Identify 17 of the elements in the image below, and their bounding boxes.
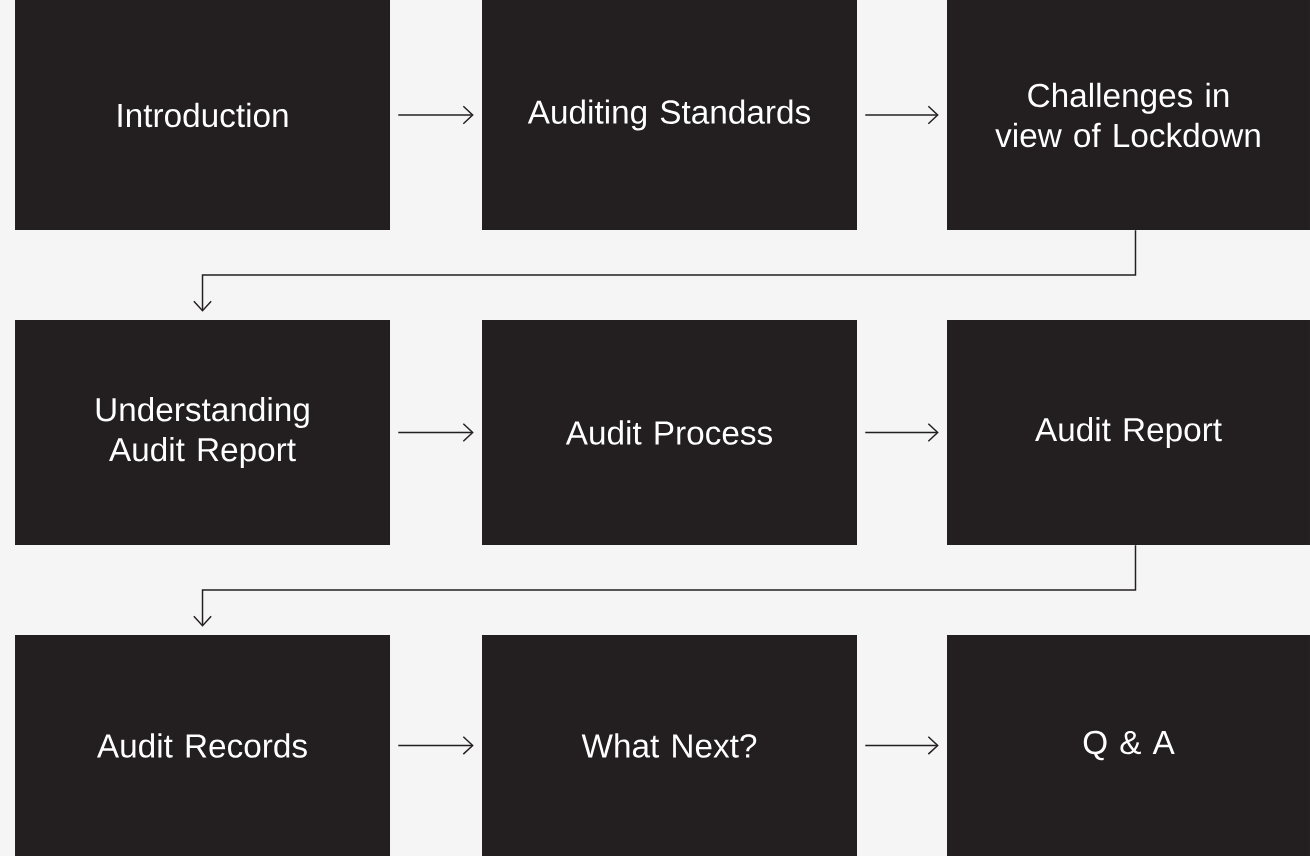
arrow — [193, 544, 1137, 627]
arrow — [864, 105, 939, 125]
arrow — [193, 229, 1137, 312]
process-box: Understanding Audit Report — [15, 320, 390, 545]
process-box: Q & A — [947, 635, 1310, 856]
process-box: Introduction — [15, 0, 390, 230]
process-box: What Next? — [482, 635, 857, 856]
arrow — [397, 736, 474, 755]
process-box: Audit Records — [15, 635, 390, 856]
arrow — [864, 423, 939, 442]
process-box: Audit Report — [947, 320, 1310, 545]
arrow — [864, 736, 939, 755]
arrow — [397, 423, 474, 442]
arrow — [397, 105, 474, 125]
process-box: Auditing Standards — [482, 0, 857, 230]
process-box: Audit Process — [482, 320, 857, 545]
process-box: Challenges in view of Lockdown — [947, 0, 1310, 230]
